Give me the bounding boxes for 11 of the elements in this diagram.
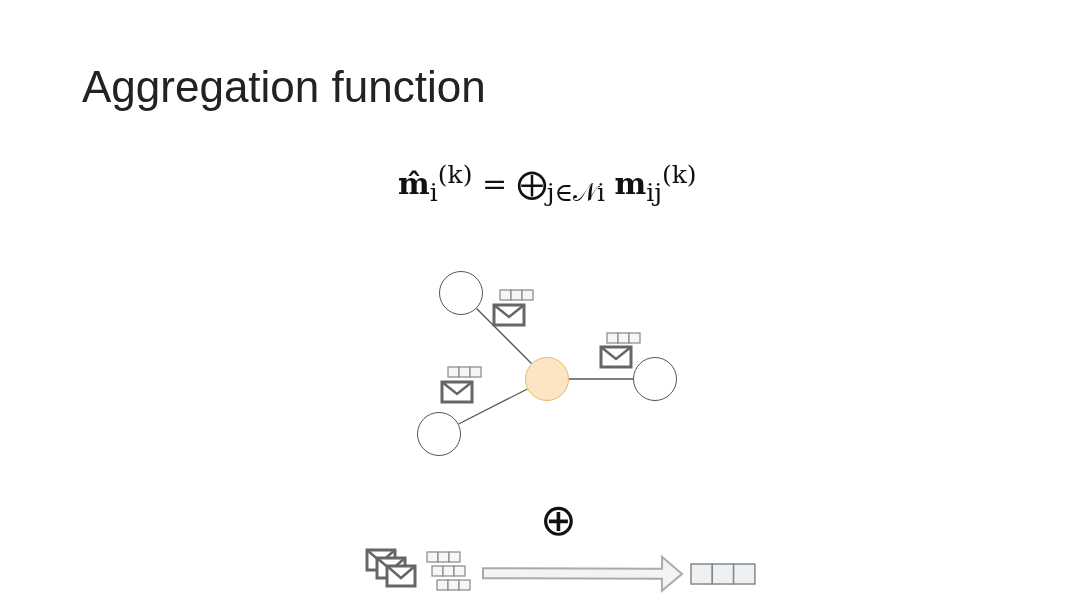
result-vector <box>690 563 756 585</box>
graph-node-circle <box>417 412 461 456</box>
edge-line <box>457 388 529 425</box>
slide-title: Aggregation function <box>82 62 486 112</box>
block-arrow <box>482 554 684 593</box>
graph-node-circle <box>633 357 677 401</box>
operator-symbol: ⊕ <box>540 498 577 542</box>
edge-line <box>475 307 533 365</box>
edge-line <box>568 378 634 380</box>
graph-node-circle <box>439 271 483 315</box>
graph-node-circle <box>525 357 569 401</box>
